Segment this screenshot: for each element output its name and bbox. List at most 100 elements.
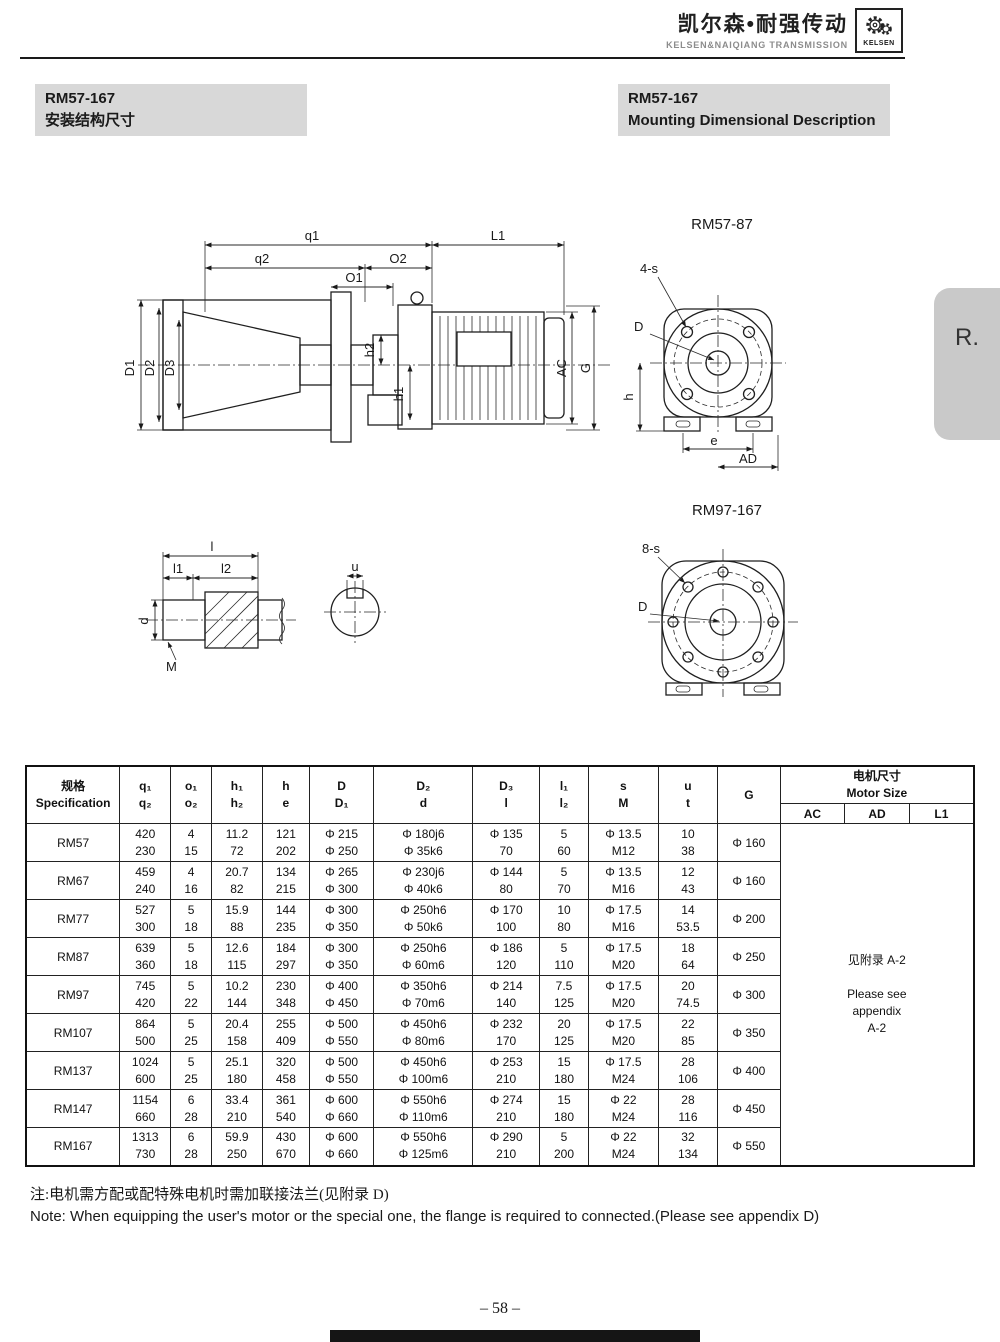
title-block-en: RM57-167 Mounting Dimensional Descriptio… — [618, 84, 890, 136]
dim-label-D3: D3 — [162, 360, 177, 377]
dim-label-l1: l1 — [173, 561, 183, 576]
header-L1: L1 — [908, 803, 975, 824]
g-cell: Φ 160 — [717, 861, 781, 900]
gear-logo-icon — [866, 15, 892, 35]
header-l12: l₁ l₂ — [539, 765, 589, 824]
dim-label-e: e — [710, 433, 717, 448]
g-cell: Φ 200 — [717, 899, 781, 938]
dim-label-D-front1: D — [634, 319, 643, 334]
dim-label-L1: L1 — [491, 228, 505, 243]
dim-label-h1: h1 — [391, 387, 406, 401]
lifting-eyebolt — [410, 291, 424, 305]
logo-text: KELSEN — [863, 39, 895, 47]
dim-label-D1: D1 — [122, 360, 137, 377]
header-divider — [20, 57, 905, 59]
note-cn: 注:电机需方配或配特殊电机时需加联接法兰(见附录 D) — [30, 1187, 389, 1203]
title-block-cn: RM57-167 安装结构尺寸 — [35, 84, 307, 136]
header-ut: u t — [657, 765, 719, 824]
g-cell: Φ 160 — [717, 823, 781, 862]
brand-name-cn: 凯尔森•耐强传动 — [677, 13, 848, 36]
dim-label-l2: l2 — [221, 561, 231, 576]
dim-label-q1: q1 — [305, 228, 319, 243]
dim-label-AC: AC — [554, 359, 569, 377]
header-D2d: D₂ d — [373, 765, 474, 824]
brand-logo: KELSEN — [855, 8, 903, 53]
spec-table-header: 规格 Specification q₁ q₂ o₁ o₂ h₁ h₂ h e D… — [25, 765, 975, 824]
dim-label-AD: AD — [739, 451, 757, 466]
header-G: G — [717, 765, 781, 824]
header-AC: AC — [779, 803, 846, 824]
note-en: Note: When equipping the user's motor or… — [30, 1208, 820, 1225]
header-he: h e — [261, 765, 310, 824]
g-cell: Φ 300 — [717, 975, 781, 1014]
header-motor-size: 电机尺寸 Motor Size — [779, 765, 975, 804]
dim-label-h-front1: h — [621, 393, 636, 400]
header-q: q₁ q₂ — [119, 765, 172, 824]
dim-label-8s: 8-s — [642, 541, 661, 556]
model-range-cn: RM57-167 — [45, 90, 116, 107]
header-D3l: D₃ l — [472, 765, 541, 824]
g-cell: Φ 400 — [717, 1051, 781, 1090]
spec-table: 规格 Specification q₁ q₂ o₁ o₂ h₁ h₂ h e D… — [25, 765, 975, 1167]
g-cell: Φ 250 — [717, 937, 781, 976]
g-cell: Φ 350 — [717, 1013, 781, 1052]
shaft-detail-drawing: l l1 l2 d M — [136, 539, 296, 674]
side-view-drawing: q1 L1 q2 O2 O1 D1 D2 D3 h2 h1 AC G — [122, 228, 612, 443]
dim-label-q2: q2 — [255, 251, 269, 266]
dim-label-O1: O1 — [345, 270, 362, 285]
header-sM: s M — [587, 765, 659, 824]
header-specification: 规格 Specification — [25, 765, 121, 824]
dim-label-O2: O2 — [389, 251, 406, 266]
